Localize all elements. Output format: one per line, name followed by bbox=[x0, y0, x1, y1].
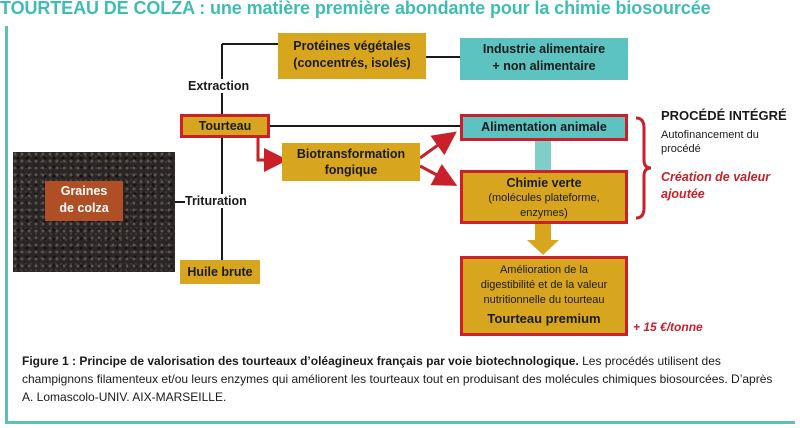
caption-bold: Figure 1 : Principe de valorisation des … bbox=[22, 354, 579, 368]
chimie-amelioration-arrow bbox=[527, 240, 559, 255]
tourteau-biotrans-arrow bbox=[256, 135, 288, 172]
alim-chimie-connector bbox=[535, 141, 551, 171]
caption-text: Les procédés utilisent des champignons f… bbox=[22, 354, 773, 404]
biotrans-alim-arrow bbox=[419, 131, 457, 160]
industrie-box: Industrie alimentaire + non alimentaire bbox=[460, 38, 628, 80]
autofinancement-text: Autofinancement du procédé bbox=[661, 129, 759, 155]
alimentation-box: Alimentation animale bbox=[460, 114, 628, 141]
creation-valeur-text: Création de valeur ajoutée bbox=[661, 170, 771, 201]
amelioration-box: Amélioration de la digestibilité et de l… bbox=[460, 256, 628, 336]
graines-box: Graines de colza bbox=[45, 181, 123, 221]
procede-title: PROCÉDÉ INTÉGRÉ bbox=[661, 108, 787, 123]
tourteau-box: Tourteau bbox=[180, 114, 270, 138]
figure-caption: Figure 1 : Principe de valorisation des … bbox=[22, 352, 782, 406]
chimie-verte-box: Chimie verte (molécules plateforme, enzy… bbox=[460, 170, 628, 224]
rapeseed-image bbox=[13, 152, 175, 272]
price-text: + 15 €/tonne bbox=[633, 320, 703, 334]
page-title: TOURTEAU DE COLZA : une matière première… bbox=[0, 0, 711, 18]
biotrans-chimie-arrow bbox=[419, 163, 458, 186]
trituration-label: Trituration bbox=[185, 194, 247, 208]
integrated-brace bbox=[635, 116, 652, 220]
huile-box: Huile brute bbox=[180, 260, 260, 284]
proteines-box: Protéines végétales (concentrés, isolés) bbox=[278, 33, 426, 79]
extraction-label: Extraction bbox=[188, 79, 250, 93]
biotransformation-box: Biotransformation fongique bbox=[282, 143, 420, 181]
figure-frame bbox=[5, 26, 795, 424]
